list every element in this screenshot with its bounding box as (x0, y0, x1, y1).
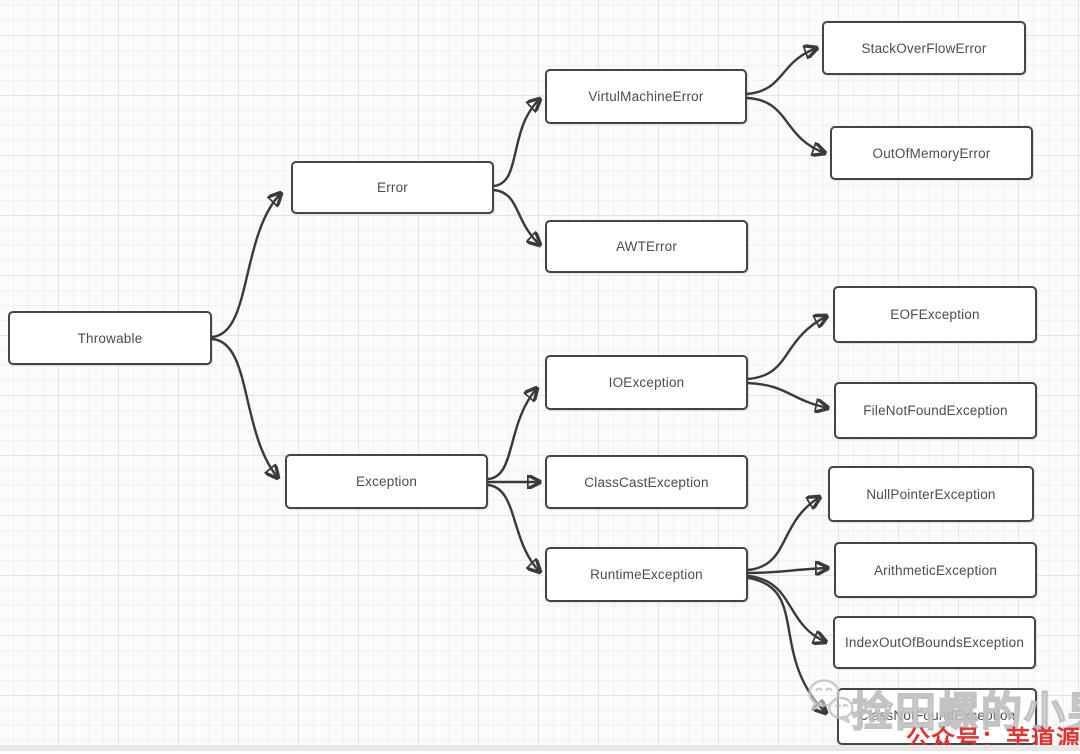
node-exception-label: Exception (355, 474, 418, 489)
node-error-label: Error (377, 180, 408, 195)
node-arithmetic-exception[interactable]: ArithmeticException (834, 542, 1037, 598)
edge-ioexception-eofexception (746, 316, 827, 381)
node-class-cast-exception-label: ClassCastException (584, 474, 709, 490)
edge-runtime-arithmeticexception (746, 568, 828, 573)
node-error[interactable]: Error (291, 161, 494, 214)
edge-exception-ioexception (486, 388, 537, 481)
node-virtual-machine-error[interactable]: VirtulMachineError (545, 69, 747, 124)
node-class-cast-exception[interactable]: ClassCastException (545, 455, 748, 509)
node-file-not-found-exception[interactable]: FileNotFoundException (834, 382, 1037, 439)
node-file-not-found-exception-label: FileNotFoundException (863, 403, 1008, 418)
node-virtual-machine-error-label: VirtulMachineError (588, 89, 704, 104)
node-io-exception-label: IOException (608, 375, 685, 390)
node-stack-overflow-error[interactable]: StackOverFlowError (822, 21, 1026, 75)
node-runtime-exception[interactable]: RuntimeException (545, 547, 748, 602)
edge-vme-outofmemoryerror (745, 96, 825, 153)
node-exception[interactable]: Exception (285, 454, 488, 509)
node-io-exception[interactable]: IOException (545, 355, 748, 410)
node-eof-exception[interactable]: EOFException (833, 286, 1037, 343)
node-null-pointer-exception-label: NullPointerException (866, 486, 996, 502)
node-null-pointer-exception[interactable]: NullPointerException (828, 466, 1034, 522)
edge-vme-stackoverflowerror (745, 48, 817, 96)
edge-throwable-error (210, 193, 281, 339)
node-index-out-of-bounds-exception[interactable]: IndexOutOfBoundsException (833, 616, 1036, 669)
node-class-not-found-exception-label: ClassNotFoundException (858, 708, 1016, 723)
edge-throwable-exception (210, 337, 278, 478)
edge-exception-runtimeexception (486, 483, 540, 572)
edge-runtime-indexoutofboundsexception (746, 574, 826, 642)
node-stack-overflow-error-label: StackOverFlowError (861, 40, 987, 56)
edge-error-awterror (492, 188, 540, 245)
node-class-not-found-exception[interactable]: ClassNotFoundException (837, 688, 1037, 745)
node-awt-error[interactable]: AWTError (545, 220, 748, 273)
node-throwable[interactable]: Throwable (8, 311, 212, 365)
node-awt-error-label: AWTError (615, 239, 678, 254)
node-eof-exception-label: EOFException (890, 307, 980, 322)
edge-error-virtulmachineerror (492, 99, 540, 188)
edge-runtime-nullpointerexception (746, 497, 820, 572)
edge-ioexception-filenotfoundexception (746, 381, 828, 408)
wechat-icon (808, 679, 854, 724)
node-out-of-memory-error-label: OutOfMemoryError (872, 145, 991, 161)
node-throwable-label: Throwable (77, 330, 143, 346)
node-out-of-memory-error[interactable]: OutOfMemoryError (830, 126, 1033, 180)
node-runtime-exception-label: RuntimeException (590, 567, 703, 582)
node-arithmetic-exception-label: ArithmeticException (873, 562, 998, 578)
bottom-strip (0, 745, 1080, 751)
node-index-out-of-bounds-exception-label: IndexOutOfBoundsException (844, 635, 1025, 650)
